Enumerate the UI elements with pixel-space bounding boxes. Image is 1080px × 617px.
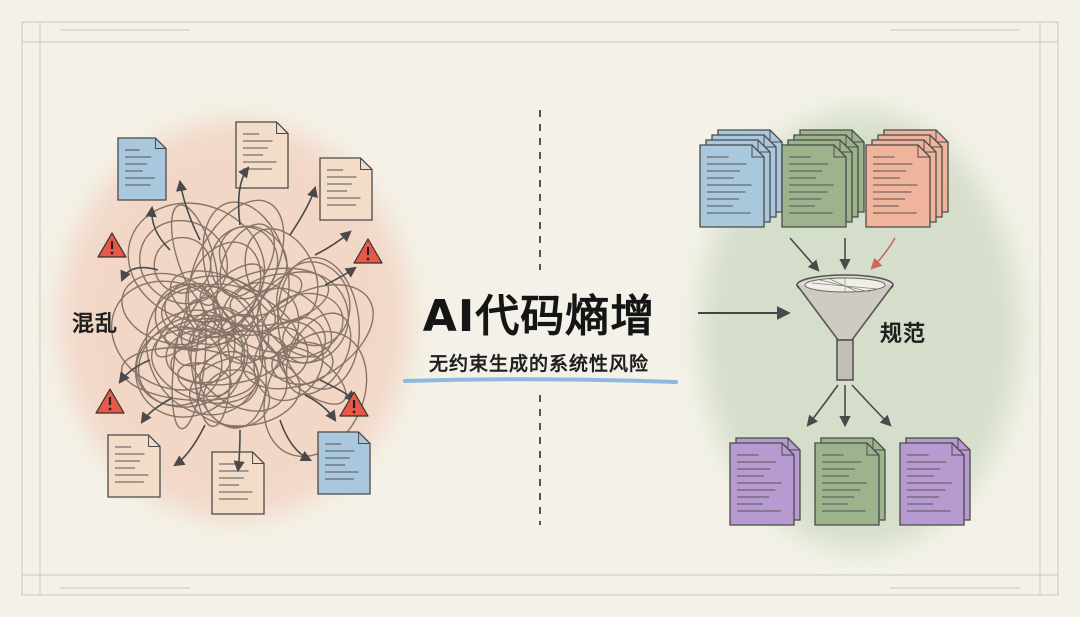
funnel-icon [796,274,894,381]
document-icon [899,442,965,526]
warning-icon [95,388,125,414]
document-icon [211,451,265,515]
document-stack [865,129,949,228]
order-label: 规范 [880,322,927,347]
document-icon [235,121,289,189]
document-stack [729,437,801,526]
warning-icon [97,232,127,258]
document-icon [317,431,371,495]
document-icon [117,137,167,201]
funnel-arrows [789,237,896,428]
subtitle: 无约束生成的系统性风险 [428,353,649,375]
document-icon [729,442,795,526]
document-icon [814,442,880,526]
tangle-icon [110,199,374,458]
document-stack [699,129,783,228]
warning-icon [353,238,383,264]
chaos-label: 混乱 [72,312,119,337]
blueprint-frame [21,21,1059,596]
scatter-arrows [118,166,357,473]
document-icon [319,157,373,221]
warning-icon [339,391,369,417]
left-documents [107,121,373,515]
document-stack [899,437,971,526]
document-icon [107,434,161,498]
document-stack [781,129,865,228]
document-icon [699,144,765,228]
document-icon [865,144,931,228]
warning-icons [95,232,383,417]
main-title: AI代码熵增 [422,291,656,342]
right-document-stacks [699,129,971,526]
subtitle-underline [403,377,678,384]
document-icon [781,144,847,228]
document-stack [814,437,886,526]
